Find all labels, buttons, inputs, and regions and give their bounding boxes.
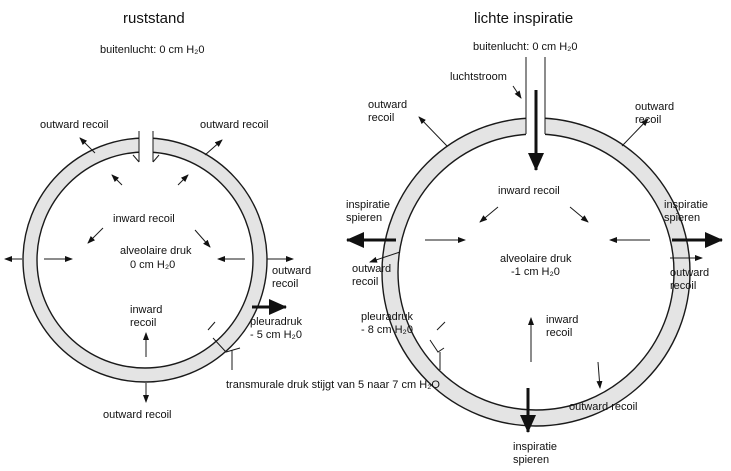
left-outward-recoil-tr: outward recoil <box>200 119 268 131</box>
svg-text:recoil: recoil <box>352 276 378 288</box>
svg-text:recoil: recoil <box>670 280 696 292</box>
svg-text:spieren: spieren <box>664 212 700 224</box>
right-thickness-marker <box>436 321 446 331</box>
right-inward-recoil-top: inward recoil <box>498 185 560 197</box>
right-outward-recoil-tr: outward <box>635 101 674 113</box>
right-outward-recoil-left: outward <box>352 263 391 275</box>
transmural-label: transmurale druk stijgt van 5 naar 7 cm … <box>226 379 440 391</box>
left-diagram: ruststand buitenlucht: 0 cm H₂0 outward … <box>4 10 311 421</box>
right-insp-muscles-left: inspiratie <box>346 199 390 211</box>
right-alveolar-label: alveolaire druk <box>500 253 572 265</box>
right-inward-recoil-bottom: inward <box>546 314 578 326</box>
right-insp-muscles-bottom: inspiratie <box>513 441 557 453</box>
airflow-label: luchtstroom <box>450 71 507 83</box>
svg-text:recoil: recoil <box>130 317 156 329</box>
svg-text:- 8 cm H₂0: - 8 cm H₂0 <box>361 324 413 336</box>
svg-text:spieren: spieren <box>513 454 549 466</box>
arrow-outward <box>79 137 96 154</box>
right-insp-muscles-right: inspiratie <box>664 199 708 211</box>
svg-text:- 5 cm H₂0: - 5 cm H₂0 <box>250 329 302 341</box>
left-inward-recoil-bottom: inward <box>130 304 162 316</box>
right-outward-recoil-right: outward <box>670 267 709 279</box>
svg-text:recoil: recoil <box>635 114 661 126</box>
svg-text:recoil: recoil <box>368 112 394 124</box>
left-outside-air-label: buitenlucht: 0 cm H₂0 <box>100 44 205 56</box>
left-alveolar-value: 0 cm H₂0 <box>130 259 175 271</box>
left-alveolar-label: alveolaire druk <box>120 245 192 257</box>
right-outside-air-label: buitenlucht: 0 cm H₂0 <box>473 41 578 53</box>
svg-text:recoil: recoil <box>272 278 298 290</box>
title-inspiration: lichte inspiratie <box>474 10 573 27</box>
title-rest: ruststand <box>123 10 185 27</box>
left-thickness-marker <box>207 321 216 331</box>
left-inward-recoil-top: inward recoil <box>113 213 175 225</box>
arrow-inward <box>111 174 123 186</box>
left-outward-recoil-right: outward <box>272 265 311 277</box>
left-outward-recoil-tl: outward recoil <box>40 119 108 131</box>
right-outward-recoil-tl: outward <box>368 99 407 111</box>
transmural-bracket: transmurale druk stijgt van 5 naar 7 cm … <box>212 337 445 391</box>
right-alveolar-value: -1 cm H₂0 <box>511 266 560 278</box>
svg-text:spieren: spieren <box>346 212 382 224</box>
right-diagram: lichte inspiratie buitenlucht: 0 cm H₂0 … <box>346 10 723 466</box>
right-pleural-label: pleuradruk <box>361 311 413 323</box>
svg-text:recoil: recoil <box>546 327 572 339</box>
left-outward-recoil-bottom: outward recoil <box>103 409 171 421</box>
right-outward-recoil-bottom: outward recoil <box>569 401 637 413</box>
left-pleural-label: pleuradruk <box>250 316 302 328</box>
